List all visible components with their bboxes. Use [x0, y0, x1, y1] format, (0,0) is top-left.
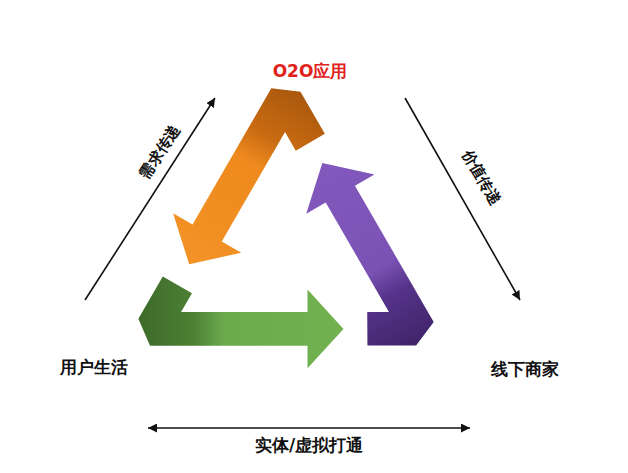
- corner-label: O2O应用: [200, 58, 420, 98]
- edge-label: 价值传递: [457, 147, 503, 208]
- node-label: O2O应用: [273, 60, 348, 83]
- green-arrow-band: [138, 277, 343, 369]
- edge-label: 需求传递: [136, 122, 185, 183]
- flow-arrow: [85, 98, 215, 300]
- corner-label: 用户生活: [40, 300, 148, 428]
- flow-arrow: [148, 427, 470, 429]
- node-label: 用户生活: [60, 356, 128, 379]
- purple-arrow-band: [277, 143, 459, 366]
- node-label: 线下商家: [491, 358, 559, 381]
- corner-label: 线下商家: [470, 300, 580, 428]
- edge-label: 实体/虚拟打通: [255, 434, 363, 457]
- flow-arrow: [405, 98, 520, 300]
- orange-arrow-band: [155, 67, 337, 290]
